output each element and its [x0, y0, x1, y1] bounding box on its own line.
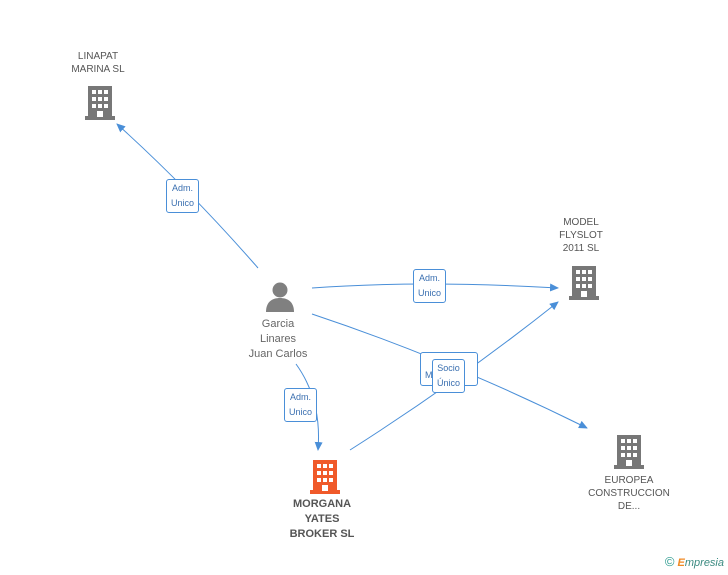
building-icon[interactable]: [569, 264, 599, 300]
building-icon[interactable]: [614, 433, 644, 469]
edge-badge-adm-model[interactable]: Adm. Unico: [413, 269, 447, 303]
edge-badge-line-2: Único: [437, 378, 461, 388]
edge-badge-line-1: Adm.: [419, 273, 441, 283]
node-person-line-2: Linares: [259, 333, 297, 345]
person-icon[interactable]: [264, 281, 296, 313]
footer-brand: © Empresia: [665, 554, 724, 569]
node-linapat-line-2: MARINA SL: [71, 64, 125, 75]
node-model-label[interactable]: MODEL FLYSLOT 2011 SL: [531, 216, 631, 255]
edge-badge-adm-morgana[interactable]: Adm. Unico: [284, 388, 318, 422]
node-person-line-1: Garcia: [261, 318, 295, 330]
node-model-line-2: FLYSLOT: [559, 230, 603, 241]
building-icon[interactable]: [85, 84, 115, 120]
copyright-icon: ©: [664, 554, 675, 569]
edge-badge-socio[interactable]: Socio Único: [432, 359, 466, 393]
brand-logo-text: mpresia: [684, 557, 724, 569]
edge-badge-line-2: Unico: [171, 198, 195, 208]
edge-badge-hidden-char: M: [425, 370, 433, 380]
brand-logo-letter: E: [677, 557, 685, 569]
edge-badge-adm-linapat[interactable]: Adm. Unico: [166, 179, 200, 213]
node-linapat-label[interactable]: LINAPAT MARINA SL: [48, 50, 148, 76]
node-europea-line-3: DE...: [617, 501, 641, 512]
edge-badge-line-2: Unico: [289, 407, 313, 417]
edge-badge-line-1: Socio: [437, 363, 460, 373]
node-europea-line-1: EUROPEA: [604, 475, 654, 486]
building-icon[interactable]: [309, 458, 341, 494]
node-morgana-line-3: BROKER SL: [289, 528, 355, 540]
node-europea-label[interactable]: EUROPEA CONSTRUCCION DE...: [572, 474, 686, 513]
node-model-line-1: MODEL: [563, 217, 599, 228]
node-linapat-line-1: LINAPAT: [77, 51, 119, 62]
edge-badge-line-1: Adm.: [172, 183, 194, 193]
node-person-line-3: Juan Carlos: [248, 348, 308, 360]
node-europea-line-2: CONSTRUCCION: [588, 488, 670, 499]
edge-badge-line-2: Unico: [418, 288, 442, 298]
node-morgana-line-1: MORGANA: [292, 498, 352, 510]
node-morgana-label[interactable]: MORGANA YATES BROKER SL: [272, 497, 372, 542]
node-morgana-line-2: YATES: [304, 513, 340, 525]
node-person-label[interactable]: Garcia Linares Juan Carlos: [228, 317, 328, 362]
node-model-line-3: 2011 SL: [562, 243, 600, 254]
edge-badge-line-1: Adm.: [290, 392, 312, 402]
